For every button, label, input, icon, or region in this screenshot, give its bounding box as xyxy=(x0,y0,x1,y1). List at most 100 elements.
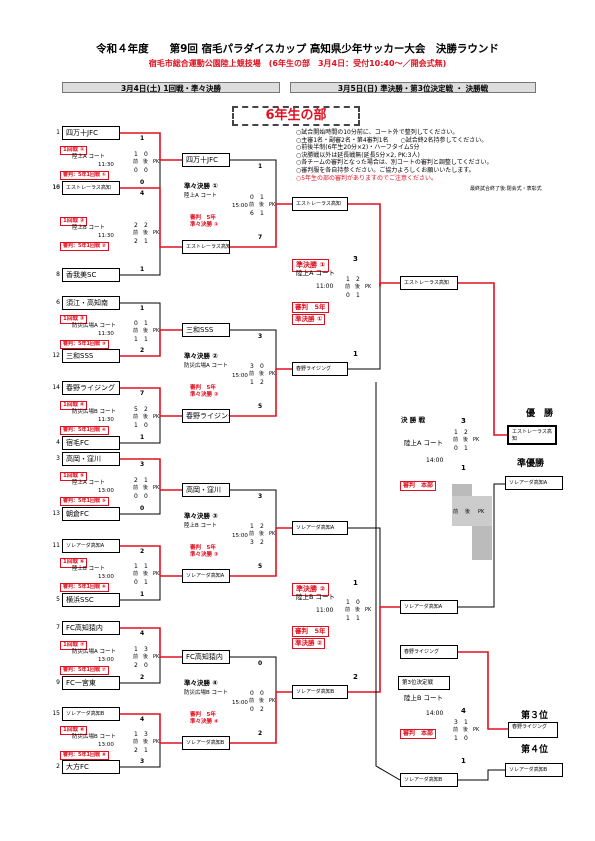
score-cell: 3 xyxy=(454,719,458,726)
score-cell: 1 xyxy=(454,429,458,436)
bracket-line xyxy=(230,203,277,248)
bracket-line xyxy=(458,769,505,781)
match-label: 1回戦 ⑦ xyxy=(60,640,88,650)
team-name: ソレアーダ高知B xyxy=(62,707,120,721)
referee-line2: 準々決勝 ④ xyxy=(190,719,219,725)
score-cell: 0 xyxy=(144,661,148,669)
col-label-second: 後 xyxy=(143,571,149,577)
team-name: 朝倉FC xyxy=(62,507,120,521)
score-cell: 2 xyxy=(134,746,138,754)
division-banner: 6年生の部 xyxy=(232,106,360,126)
match-court: 陸上B コート xyxy=(72,224,106,231)
team-seed: 2 xyxy=(56,763,60,770)
col-label-first: 前 xyxy=(453,727,459,733)
score-cell: 1 xyxy=(134,645,138,653)
bracket-line xyxy=(230,489,277,533)
match-time: 13:00 xyxy=(98,574,114,580)
bracket-line xyxy=(230,373,277,417)
runner-up-team: ソレアーダ高知A xyxy=(505,476,563,490)
score-cell: 1 xyxy=(144,563,148,570)
score-top: 0 xyxy=(258,660,263,667)
score-cell: 0 xyxy=(250,193,254,201)
score-cell: 2 xyxy=(260,539,264,546)
col-label-second: 後 xyxy=(259,531,265,537)
score-cell: 3 xyxy=(250,363,254,370)
team-name: 宿毛FC xyxy=(62,436,120,450)
team-seed: 5 xyxy=(56,596,60,603)
bracket-line xyxy=(120,573,161,601)
team-name: 須江・高知南 xyxy=(62,296,120,310)
match-court: 防災広場A コート xyxy=(72,322,117,329)
referee-label: 審判：5年1回戦 ④ xyxy=(60,425,109,435)
team-seed: 11 xyxy=(52,542,60,549)
bracket-line xyxy=(230,533,277,577)
page-title: 令和４年度 第9回 宿毛パラダイスカップ 高知県少年サッカー大会 決勝ラウンド xyxy=(96,43,499,55)
match-label: 準々決勝 ③ xyxy=(184,512,218,520)
col-label-second: 後 xyxy=(143,327,149,334)
col-label-second: 後 xyxy=(259,371,265,377)
score-cell: 1 xyxy=(346,615,350,622)
placeholder-label: 後 xyxy=(465,509,471,515)
bracket-line xyxy=(159,415,182,417)
score-cell: 1 xyxy=(356,291,360,299)
col-label-first: 前 xyxy=(133,571,139,577)
score-cell: 2 xyxy=(260,706,264,713)
col-label-first: 前 xyxy=(133,653,139,660)
champion-label: 優 勝 xyxy=(526,409,554,419)
note-line: ○前後半制(6年生20分×2)・ハーフタイム5分 xyxy=(296,144,420,152)
third-time: 14:00 xyxy=(426,710,444,717)
third-court: 陸上B コート xyxy=(404,694,444,702)
team-seed: 6 xyxy=(56,299,60,306)
team-name: FC高知猿内 xyxy=(62,621,120,635)
qf-team: 春野ライジング xyxy=(182,409,230,423)
score-cell: 1 xyxy=(346,275,350,283)
col-label-first: 前 xyxy=(249,201,255,208)
col-label-pk: PK xyxy=(153,653,160,660)
match-time: 15:00 xyxy=(232,203,248,209)
bracket-line xyxy=(230,656,277,700)
score-cell: 1 xyxy=(464,445,468,452)
bracket-line xyxy=(275,368,292,373)
page-subtitle: 宿毛市総合運動公園陸上競技場 (6年生の部 3月4日：受付10:40～／開会式無… xyxy=(148,59,447,68)
score-cell: 3 xyxy=(144,645,148,653)
score-top: 1 xyxy=(353,579,358,587)
sf-team: エストレーラス高知 xyxy=(292,197,348,211)
bracket-line xyxy=(348,527,381,610)
team-seed: 3 xyxy=(56,455,60,462)
referee-line1: 審判 5年 xyxy=(190,215,216,221)
score-top: 2 xyxy=(140,548,145,555)
score-cell: 1 xyxy=(356,615,360,622)
team-seed: 14 xyxy=(52,384,60,391)
sf-time: 11:00 xyxy=(316,283,334,290)
bracket-line xyxy=(120,740,161,768)
match-court: 陸上A コート xyxy=(72,479,106,486)
placeholder-label: 前 xyxy=(453,509,459,515)
bracket-line xyxy=(348,610,381,693)
score-cell: 0 xyxy=(250,690,254,697)
referee-label: 審判：5年1回戦 ⑤ xyxy=(60,496,109,506)
col-label-second: 後 xyxy=(143,229,149,236)
final-time: 14:00 xyxy=(426,457,444,464)
bracket-line xyxy=(159,655,182,658)
final-bottom: 1 xyxy=(461,464,466,472)
score-bottom: 1 xyxy=(353,350,358,358)
score-cell: 0 xyxy=(346,291,350,299)
col-label-second: 後 xyxy=(259,698,265,704)
score-bottom: 5 xyxy=(258,403,263,410)
bracket-line xyxy=(120,415,161,444)
col-label-first: 前 xyxy=(453,437,459,443)
score-cell: 2 xyxy=(134,476,138,484)
score-cell: 1 xyxy=(260,209,264,217)
match-court: 防災広場B コート xyxy=(72,733,117,740)
team-seed: 10 xyxy=(52,184,60,191)
qf-team: 四万十JFC xyxy=(182,153,230,167)
bracket-line xyxy=(120,187,161,232)
match-label: 準々決勝 ② xyxy=(184,352,218,360)
qf-team: FC高知猿内 xyxy=(182,650,230,664)
runner-up-label: 準優勝 xyxy=(517,459,545,469)
team-name: 大方FC xyxy=(62,760,120,774)
note-line-warning: ○5年生の部の審判がありますのでご注意ください。 xyxy=(296,174,438,182)
bracket-line xyxy=(120,458,161,487)
bracket-line xyxy=(375,382,401,781)
col-label-second: 後 xyxy=(143,484,149,491)
